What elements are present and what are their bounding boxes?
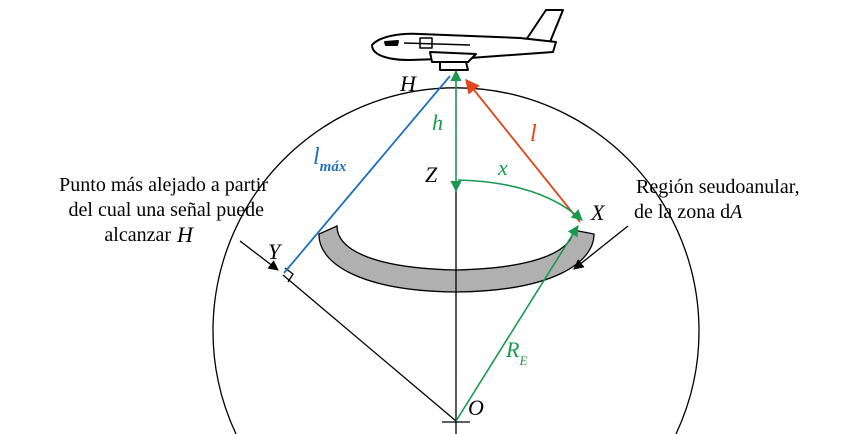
label-l: l bbox=[530, 121, 537, 147]
annotation-right-line1: Región seudoanular, bbox=[636, 176, 800, 198]
label-x: x bbox=[497, 155, 508, 180]
label-H: H bbox=[399, 71, 417, 96]
pointer-left bbox=[239, 240, 279, 271]
annotation-left-line1: Punto más alejado a partir bbox=[59, 174, 268, 196]
label-X: X bbox=[590, 200, 606, 225]
label-lmax: lmáx bbox=[313, 144, 347, 175]
annotation-left-var: H bbox=[176, 222, 194, 247]
annotation-right-line2: de la zona dA bbox=[634, 201, 743, 223]
label-Z: Z bbox=[425, 162, 438, 187]
label-h: h bbox=[432, 110, 443, 135]
arc-x bbox=[457, 179, 583, 221]
label-RE: RE bbox=[505, 337, 527, 368]
arrow-RE bbox=[455, 225, 579, 422]
label-Y: Y bbox=[268, 239, 283, 264]
pointer-right bbox=[573, 225, 629, 270]
label-O: O bbox=[468, 395, 484, 420]
annotation-left-line2: del cual una señal puede bbox=[69, 199, 265, 221]
line-l bbox=[465, 78, 581, 223]
radius-line-YO bbox=[282, 274, 457, 422]
annotation-left-line3: alcanzar bbox=[104, 224, 171, 246]
pseudo-annulus-region bbox=[318, 225, 595, 293]
line-lmax bbox=[283, 75, 451, 274]
airplane-icon bbox=[371, 9, 564, 71]
